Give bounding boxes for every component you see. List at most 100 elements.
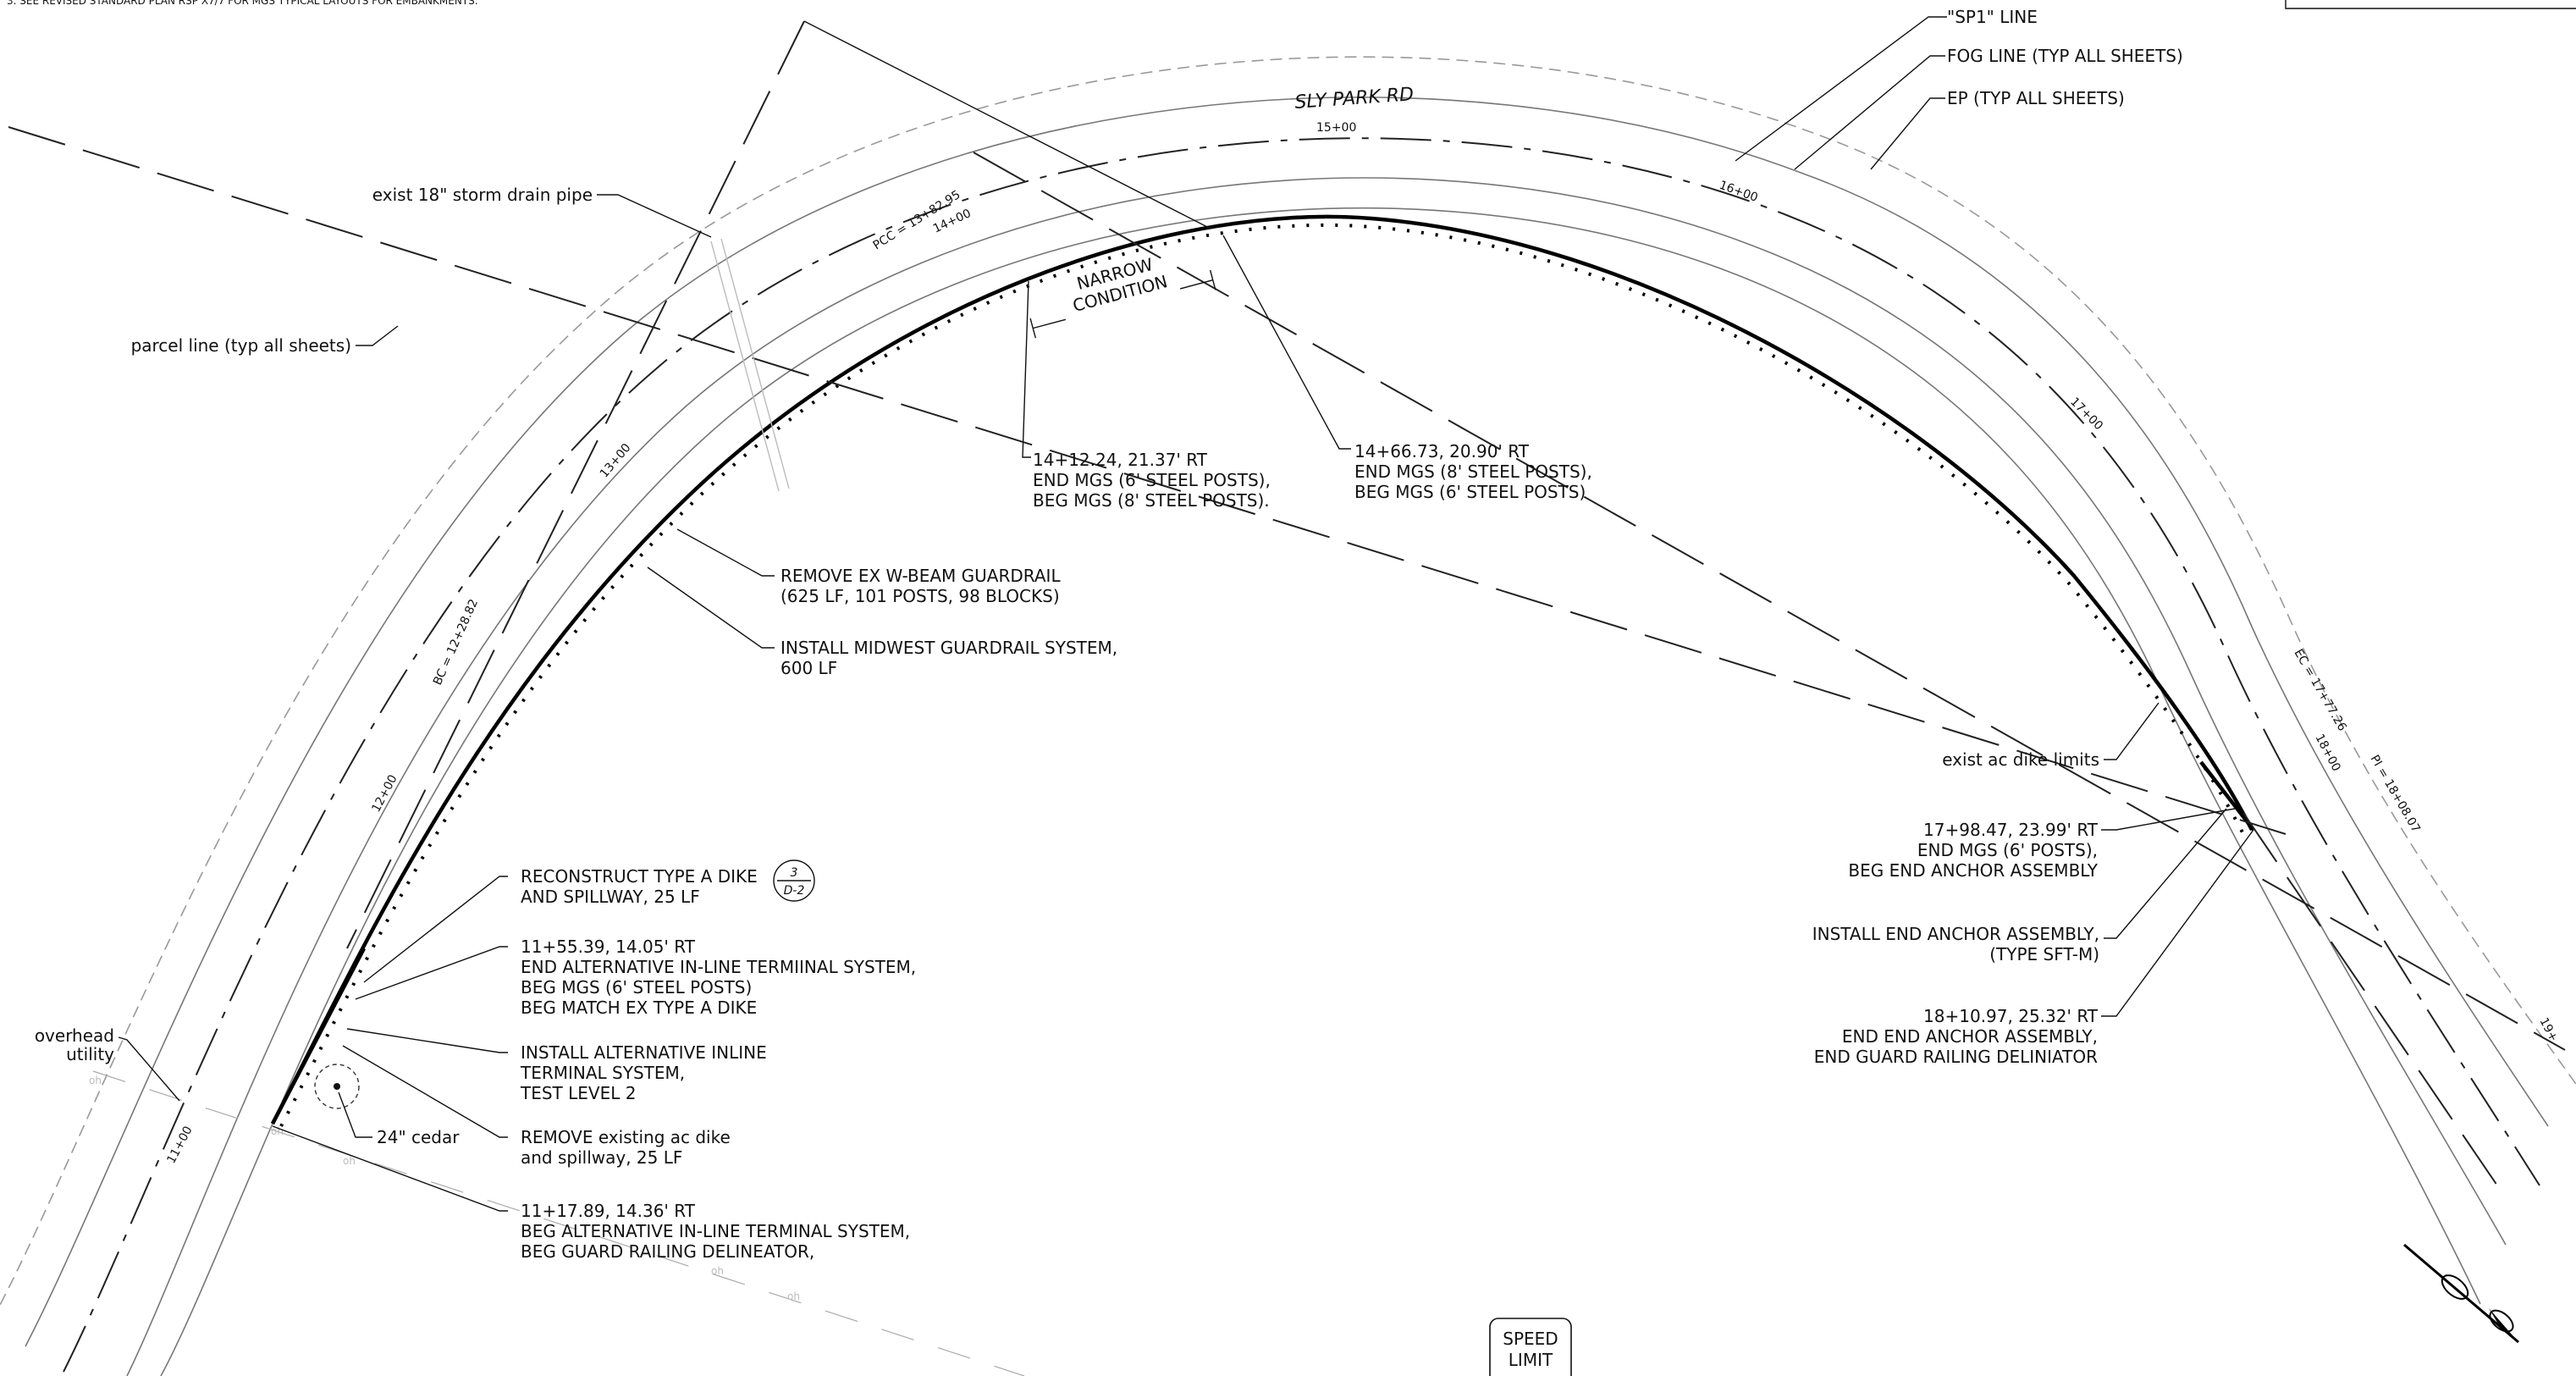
note-line: AND SPILLWAY, 25 LF: [521, 887, 700, 907]
note-remove-dike: REMOVE existing ac dike and spillway, 25…: [342, 1045, 731, 1168]
note-line: 18+10.97, 25.32' RT: [1923, 1006, 2099, 1026]
note-line: END MGS (6' POSTS),: [1917, 840, 2098, 860]
note-line: BEG ALTERNATIVE IN-LINE TERMINAL SYSTEM,: [521, 1221, 910, 1241]
leader-14-66: [1222, 235, 1351, 450]
oh-label-2: oh: [343, 1155, 356, 1167]
parcel-line-wedge-top: [803, 20, 1211, 229]
overhead-utility-label-2: utility: [66, 1044, 114, 1064]
end-anchor-segment: [2199, 760, 2255, 832]
parcel-line-long: [973, 152, 2566, 1051]
leader-ep: [1870, 97, 1945, 170]
note-line: END END ANCHOR ASSEMBLY,: [1842, 1026, 2098, 1047]
note-11-17: 11+17.89, 14.36' RT BEG ALTERNATIVE IN-L…: [272, 1125, 910, 1262]
note-line: END GUARD RAILING DELINIATOR: [1814, 1047, 2098, 1067]
parcel-line-label: parcel line (typ all sheets): [131, 335, 351, 356]
note-line: REMOVE existing ac dike: [521, 1127, 731, 1147]
detail-number: 3: [791, 866, 798, 880]
leader-install-inline: [346, 1028, 508, 1053]
note-install-anchor: INSTALL END ANCHOR ASSEMBLY, (TYPE SFT-M…: [1812, 808, 2227, 964]
curve-point-labels: BC = 12+28.82 PCC = 13+82.95 EC = 17+77.…: [431, 188, 2423, 835]
note-18-10: 18+10.97, 25.32' RT END END ANCHOR ASSEM…: [1814, 829, 2254, 1067]
edge-of-pavement-left: [0, 56, 2576, 1307]
leader-overhead: [118, 1036, 180, 1102]
narrow-dim-tick-right: [1209, 269, 1216, 290]
narrow-dimension-right: [1179, 279, 1213, 290]
sign-line-1: SPEED: [1503, 1329, 1558, 1349]
note-reconstruct-dike: RECONSTRUCT TYPE A DIKE AND SPILLWAY, 25…: [363, 859, 815, 983]
station-label: 16+00: [1718, 179, 1760, 205]
road-name: SLY PARK RD: [1294, 84, 1415, 113]
note-line: RECONSTRUCT TYPE A DIKE: [521, 866, 758, 887]
storm-drain-label: exist 18" storm drain pipe: [372, 185, 593, 205]
cedar-tree-symbol: [314, 1064, 360, 1109]
top-note: 3. SEE REVISED STANDARD PLAN RSP X7/7 FO…: [7, 0, 478, 7]
mgs-rail: [271, 214, 2254, 1125]
cedar-label: 24" cedar: [377, 1127, 460, 1147]
note-line: END MGS (8' STEEL POSTS),: [1354, 461, 1592, 482]
station-label: 15+00: [1316, 121, 1356, 135]
guardrail-posts: [279, 223, 2245, 1127]
note-line: INSTALL MIDWEST GUARDRAIL SYSTEM,: [781, 638, 1117, 658]
note-line: TEST LEVEL 2: [520, 1083, 636, 1103]
parcel-lines: [8, 20, 2566, 1186]
oh-line: [92, 1070, 1025, 1376]
fog-line-label: FOG LINE (TYP ALL SHEETS): [1947, 46, 2183, 66]
oh-label-1: oh: [271, 1125, 284, 1137]
ep-label: EP (TYP ALL SHEETS): [1947, 88, 2125, 108]
leader-14-12: [1022, 280, 1031, 458]
station-label: 18+00: [2312, 732, 2342, 773]
note-line: BEG GUARD RAILING DELINEATOR,: [521, 1241, 814, 1262]
note-line: BEG MGS (6' STEEL POSTS): [1354, 482, 1586, 502]
leader-parcel: [356, 325, 399, 346]
overhead-utility-line: oh oh oh oh oh: [89, 1070, 1025, 1376]
north-arrow-ring: [2441, 1274, 2469, 1300]
note-line: INSTALL ALTERNATIVE INLINE: [521, 1042, 767, 1063]
narrow-dimension-left: [1033, 318, 1067, 329]
fog-line-left: [25, 97, 2549, 1347]
note-line: REMOVE EX W-BEAM GUARDRAIL: [781, 566, 1061, 586]
note-line: BEG MATCH EX TYPE A DIKE: [521, 997, 757, 1018]
leader-11-17: [272, 1125, 508, 1212]
north-arrow-shaft: [2403, 1243, 2519, 1344]
north-arrow-head: [2489, 1308, 2518, 1342]
bc-label: BC = 12+28.82: [431, 597, 481, 687]
note-line: END MGS (6' STEEL POSTS),: [1033, 470, 1271, 490]
oh-label-3: oh: [711, 1265, 724, 1277]
note-line: BEG MGS (6' STEEL POSTS): [521, 977, 752, 997]
note-line: and spillway, 25 LF: [521, 1147, 682, 1168]
north-arrow-ring-2: [2489, 1309, 2514, 1333]
storm-drain-edge-2: [720, 238, 790, 489]
oh-label-5: oh: [89, 1075, 102, 1086]
note-line: END ALTERNATIVE IN-LINE TERMIINAL SYSTEM…: [521, 957, 916, 977]
guardrail: [271, 214, 2255, 1127]
leader-17-98: [2101, 808, 2236, 831]
leader-storm-drain: [597, 194, 712, 238]
leader-cedar: [338, 1091, 372, 1138]
note-line: 14+66.73, 20.90' RT: [1354, 441, 1530, 461]
note-17-98: 17+98.47, 23.99' RT END MGS (6' POSTS), …: [1848, 808, 2236, 881]
note-line: INSTALL END ANCHOR ASSEMBLY,: [1812, 924, 2099, 944]
note-install-mgs: INSTALL MIDWEST GUARDRAIL SYSTEM, 600 LF: [647, 566, 1117, 678]
note-line: (625 LF, 101 POSTS, 98 BLOCKS): [781, 586, 1060, 606]
speed-limit-sign: SPEED LIMIT: [1489, 1318, 1572, 1376]
leader-install-mgs: [647, 566, 775, 649]
note-11-55: 11+55.39, 14.05' RT END ALTERNATIVE IN-L…: [355, 937, 916, 1018]
detail-sheet: D-2: [784, 884, 805, 898]
leader-18-10: [2101, 829, 2254, 1017]
dike-limits-label: exist ac dike limits: [1942, 749, 2099, 770]
note-line: 11+55.39, 14.05' RT: [521, 937, 696, 957]
parcel-line-wedge-left: [346, 20, 805, 949]
north-arrow-icon: [2403, 1243, 2519, 1344]
sign-line-2: LIMIT: [1509, 1350, 1553, 1370]
leader-reconstruct: [363, 876, 508, 983]
note-14-66: 14+66.73, 20.90' RT END MGS (8' STEEL PO…: [1222, 235, 1592, 502]
leader-dike-limits: [2104, 702, 2160, 760]
leader-sp1: [1735, 16, 1947, 162]
note-line: TERMINAL SYSTEM,: [520, 1063, 685, 1083]
note-line: 14+12.24, 21.37' RT: [1033, 450, 1208, 470]
leader-remove-dike: [342, 1045, 508, 1138]
road-geometry: [0, 56, 2576, 1376]
note-install-inline: INSTALL ALTERNATIVE INLINE TERMINAL SYST…: [346, 1028, 767, 1103]
pi-label: PI = 18+08.07: [2368, 753, 2423, 835]
